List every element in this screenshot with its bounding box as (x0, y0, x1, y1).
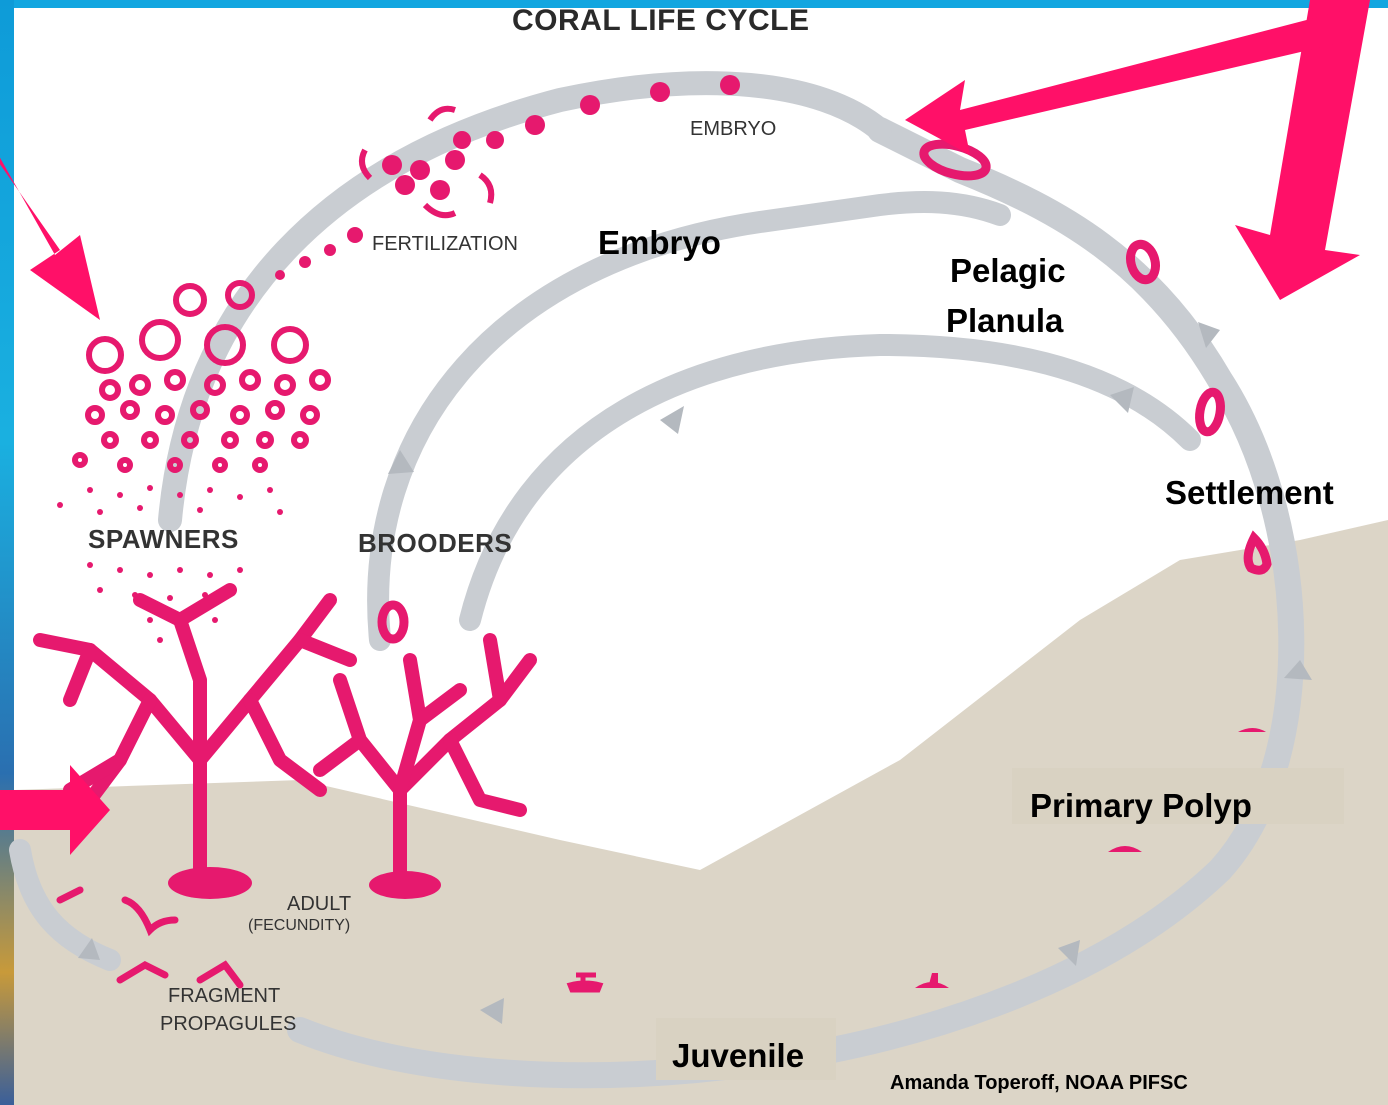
fertilization-label: FERTILIZATION (372, 233, 518, 256)
brooder-coral-base (369, 871, 441, 899)
pelagic-annotation: Pelagic (950, 250, 1066, 291)
embryo-small-label: EMBRYO (690, 118, 776, 141)
juvenile-annotation: Juvenile (672, 1035, 804, 1076)
fragment-label: FRAGMENT (168, 985, 280, 1008)
inner-arc (470, 345, 1190, 620)
spawners-label: SPAWNERS (88, 524, 239, 555)
fecundity-label: (FECUNDITY) (248, 917, 350, 935)
propagules-label: PROPAGULES (160, 1013, 296, 1036)
diagram-title: CORAL LIFE CYCLE (512, 4, 809, 38)
brooders-label: BROODERS (358, 528, 512, 559)
primary-polyp-annotation: Primary Polyp (1030, 785, 1252, 826)
adult-label: ADULT (287, 893, 351, 916)
brooder-arc (378, 202, 1000, 640)
image-credit: Amanda Toperoff, NOAA PIFSC (890, 1072, 1188, 1095)
settlement-annotation: Settlement (1165, 472, 1334, 513)
embryo-annotation: Embryo (598, 222, 721, 263)
spawner-coral-base (168, 867, 252, 899)
planula-annotation: Planula (946, 300, 1063, 341)
